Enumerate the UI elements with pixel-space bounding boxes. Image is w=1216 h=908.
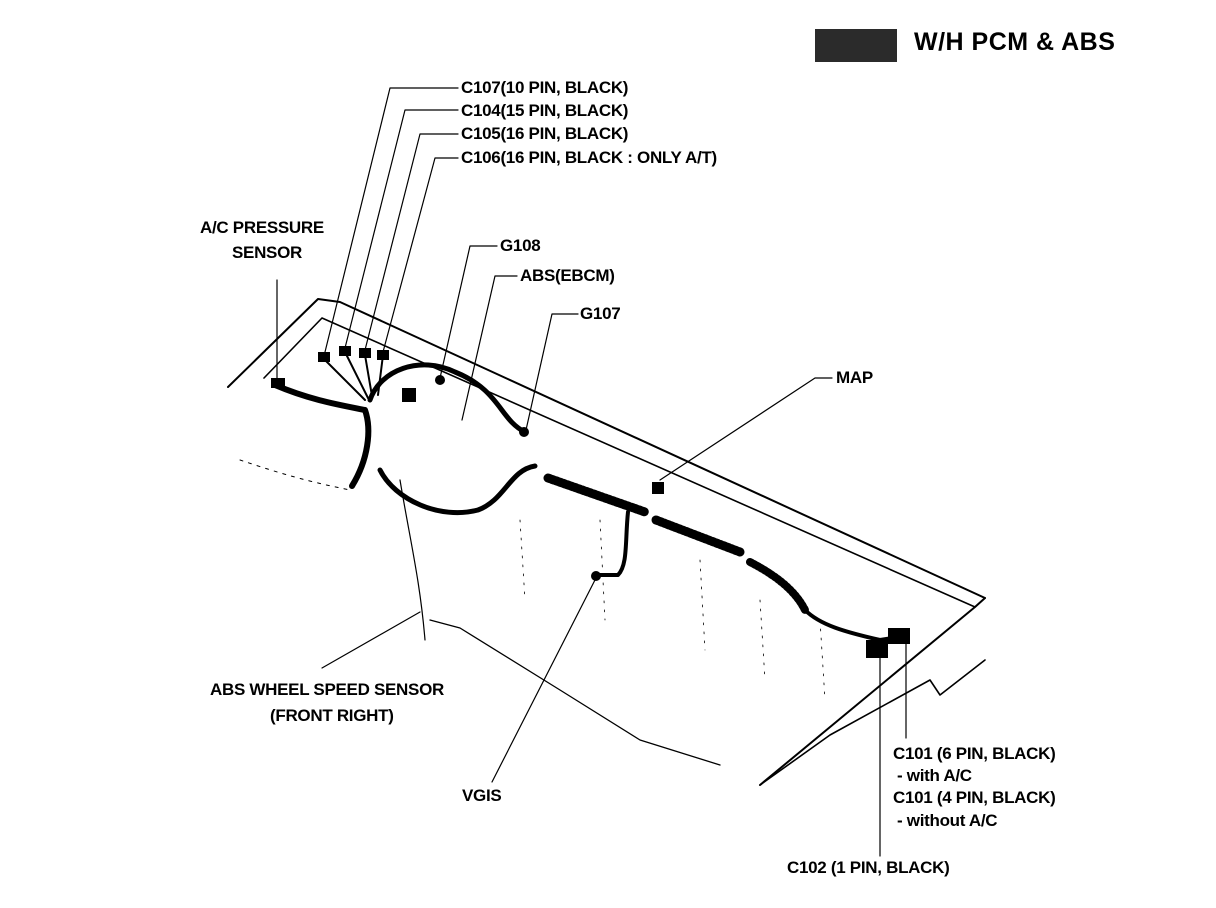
cowl-lower-edge [759, 659, 986, 786]
label-without-ac: - without A/C [897, 811, 998, 830]
connector-branches [324, 351, 384, 401]
leader-g108 [439, 245, 498, 379]
harness-conduit-1 [543, 473, 650, 517]
c101-connector-body [888, 628, 910, 644]
label-ac-pressure-line2: SENSOR [232, 243, 302, 262]
label-c102: C102 (1 PIN, BLACK) [787, 858, 950, 877]
cowl-top-edge [227, 298, 986, 599]
fender-line [239, 459, 351, 491]
vgis-branch [596, 510, 630, 577]
label-abs-wheel-line1: ABS WHEEL SPEED SENSOR [210, 680, 444, 699]
c102-connector-body [866, 640, 888, 658]
label-g107: G107 [580, 304, 621, 323]
leader-c106 [382, 157, 459, 353]
label-c106: C106(16 PIN, BLACK : ONLY A/T) [461, 148, 717, 167]
leader-abs-ebcm [461, 275, 518, 421]
surface-hatch [519, 519, 826, 701]
label-c105: C105(16 PIN, BLACK) [461, 124, 629, 143]
label-map: MAP [836, 368, 873, 387]
connector-c106-body [377, 350, 389, 360]
harness-main-trunk [272, 382, 372, 489]
g108-ground-point [435, 375, 445, 385]
leader-map [659, 377, 833, 481]
label-ac-pressure-line1: A/C PRESSURE [200, 218, 324, 237]
abs-ebcm-module [402, 388, 416, 402]
harness-conduit-3 [746, 558, 809, 614]
harness-conduit-2 [651, 515, 745, 557]
strut-tower [399, 479, 426, 641]
leader-c105 [364, 133, 459, 351]
label-abs-wheel-line2: (FRONT RIGHT) [270, 706, 394, 725]
cowl-inner-edge [263, 317, 976, 608]
diagram-title: W/H PCM & ABS [914, 28, 1116, 56]
leader-c107 [324, 87, 459, 353]
cowl-front-edge [759, 597, 986, 786]
leader-g107 [525, 313, 579, 431]
harness-loop-upper [367, 362, 528, 435]
label-abs-ebcm: ABS(EBCM) [520, 266, 615, 285]
connector-c107-body [318, 352, 330, 362]
firewall-outline [429, 619, 721, 766]
connector-c104-body [339, 346, 351, 356]
map-sensor-body [652, 482, 664, 494]
harness-loop-lower [377, 463, 538, 516]
ac-sensor-body [271, 378, 285, 388]
label-g108: G108 [500, 236, 541, 255]
title-marker-block [815, 29, 897, 62]
label-c101-6pin: C101 (6 PIN, BLACK) [893, 744, 1056, 763]
label-with-ac: - with A/C [897, 766, 972, 785]
leader-vgis [491, 577, 597, 783]
label-c101-4pin: C101 (4 PIN, BLACK) [893, 788, 1056, 807]
leader-abs-wheel [321, 611, 421, 669]
leader-c104 [344, 109, 459, 349]
vgis-actuator [591, 571, 601, 581]
label-c107: C107(10 PIN, BLACK) [461, 78, 629, 97]
label-c104: C104(15 PIN, BLACK) [461, 101, 629, 120]
connector-c105-body [359, 348, 371, 358]
label-vgis: VGIS [462, 786, 502, 805]
g107-ground-point [519, 427, 529, 437]
harness-tail [803, 608, 907, 642]
